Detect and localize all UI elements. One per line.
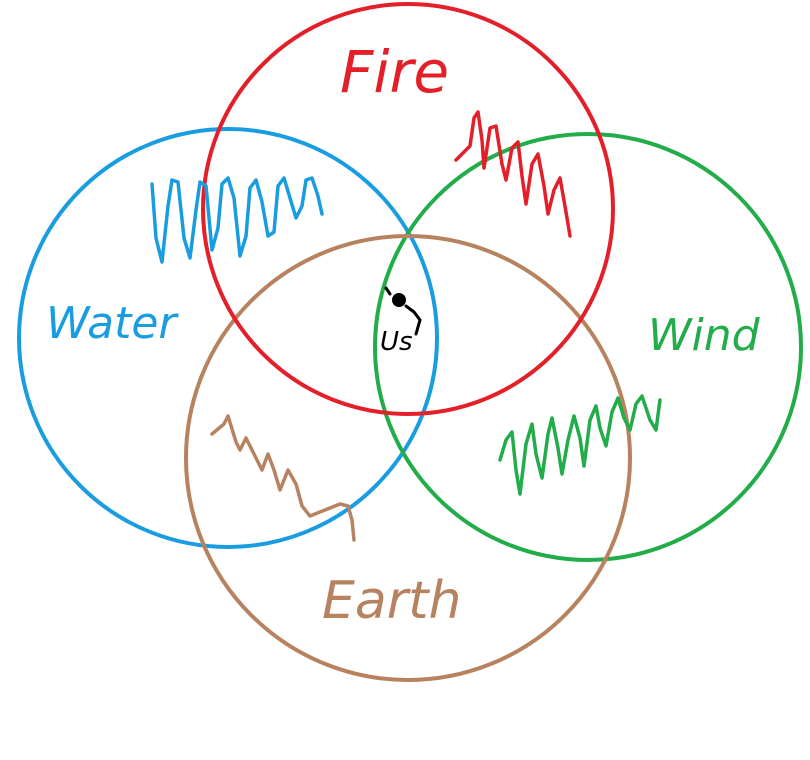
wind-squiggle <box>498 394 662 496</box>
wind-circle <box>373 132 803 562</box>
us-dot <box>392 293 406 307</box>
earth-circle <box>184 234 632 682</box>
us-pointer <box>384 286 422 336</box>
fire-squiggle <box>454 110 572 238</box>
fire-circle <box>201 2 615 416</box>
earth-squiggle <box>210 414 356 542</box>
wind-label: Wind <box>648 310 761 361</box>
fire-label: Fire <box>340 38 449 106</box>
us-label: Us <box>380 327 413 357</box>
water-label: Water <box>46 298 179 349</box>
water-squiggle <box>150 176 324 264</box>
water-circle <box>17 127 439 549</box>
earth-label: Earth <box>322 571 461 631</box>
